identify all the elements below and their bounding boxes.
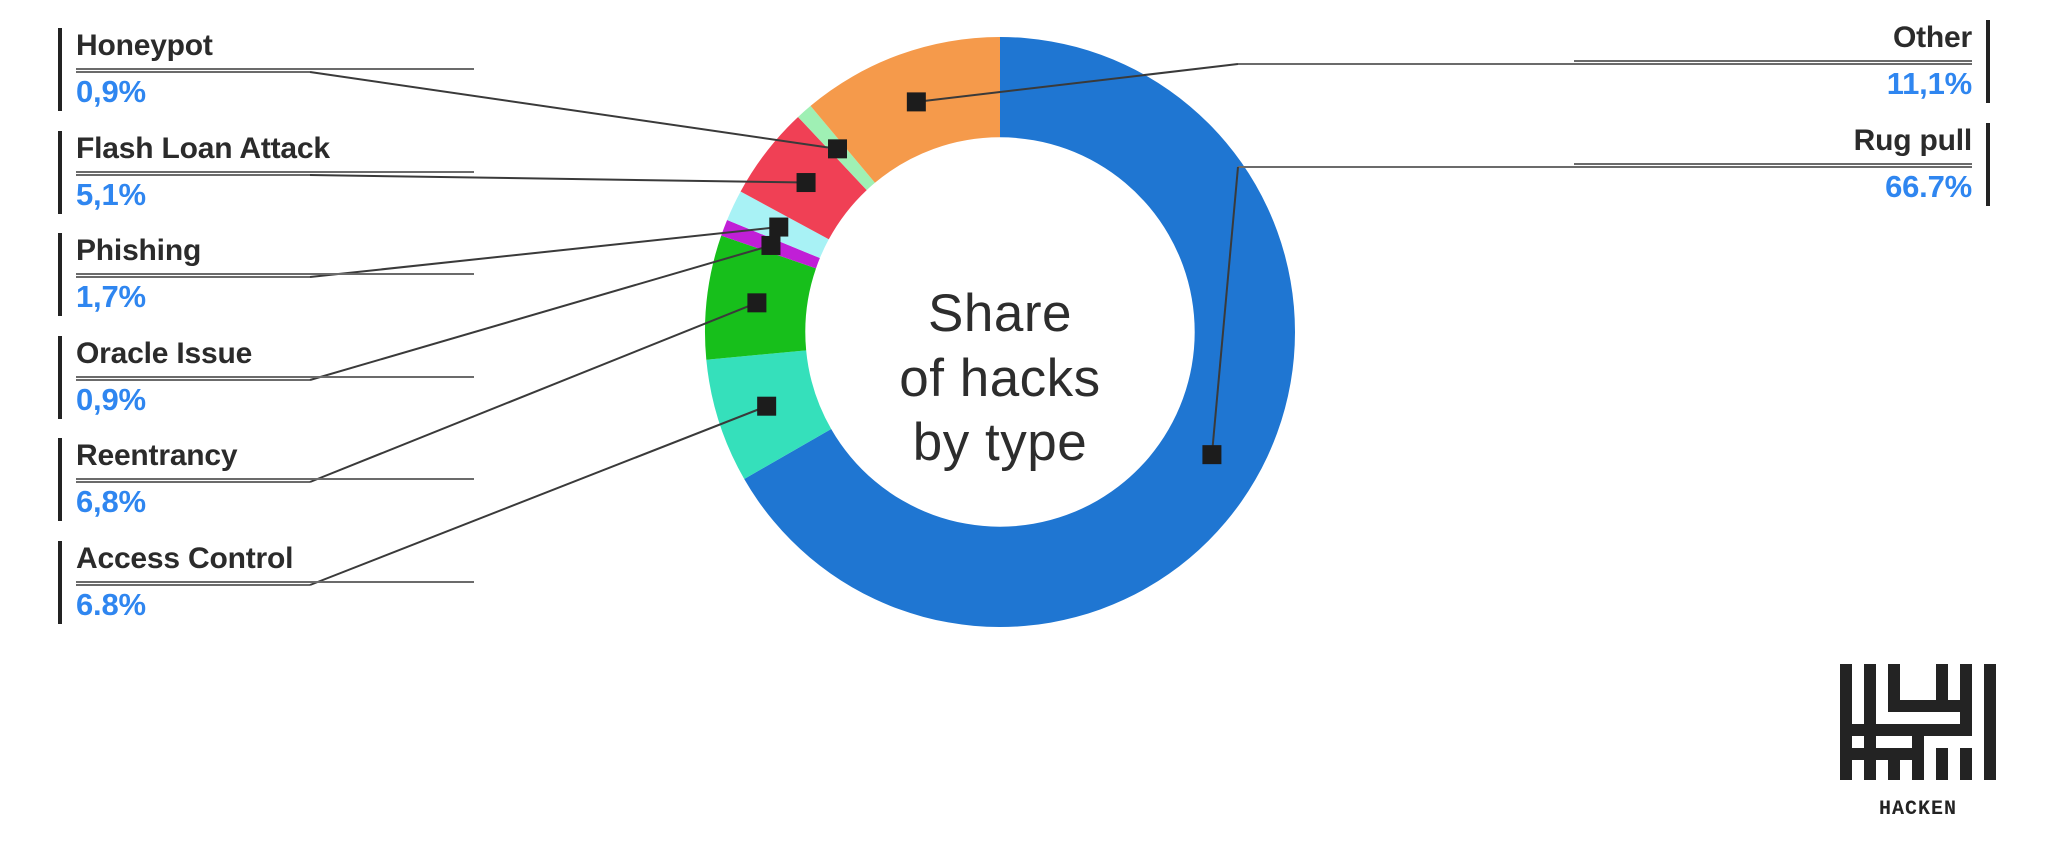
leader-line-rug-pull — [1210, 166, 1239, 455]
callout-percent-value: 6.8% — [76, 587, 146, 623]
leader-line-paths — [76, 63, 1972, 586]
hacken-logo-mark-icon — [1840, 664, 1996, 780]
callout-frame: Honeypot 0,9% — [58, 28, 488, 111]
center-caption: Share of hacks by type — [780, 282, 1220, 476]
callout-divider — [76, 478, 474, 481]
leader-line-other — [916, 63, 1239, 103]
callout-category-label: Access Control — [76, 542, 294, 575]
callout-frame: Other 11,1% — [1560, 20, 1990, 103]
callout-phishing: Phishing 1,7% — [58, 233, 488, 316]
callout-frame: Oracle Issue 0,9% — [58, 336, 488, 419]
callout-category-label: Phishing — [76, 234, 202, 267]
callout-divider — [76, 376, 474, 379]
callout-percent-value: 66.7% — [1885, 169, 1972, 205]
callout-reentrancy: Reentrancy 6,8% — [58, 438, 488, 521]
callout-divider — [1574, 60, 1972, 63]
leader-marker-other — [906, 92, 926, 112]
leader-line-access-control — [309, 405, 768, 586]
callout-divider — [1574, 163, 1972, 166]
callout-category-label: Honeypot — [76, 29, 213, 62]
leader-line-oracle-issue — [309, 244, 772, 381]
callout-other: Other 11,1% — [1560, 20, 1990, 103]
leader-marker-rug-pull — [1202, 445, 1222, 465]
callout-frame: Rug pull 66.7% — [1560, 123, 1990, 206]
brand-logo: HACKEN — [1838, 658, 1998, 820]
leader-line-flash-loan-attack — [309, 174, 807, 184]
callout-divider — [76, 273, 474, 276]
center-caption-line-3: by type — [912, 413, 1088, 473]
callout-percent-value: 11,1% — [1886, 66, 1972, 102]
callout-divider — [76, 171, 474, 174]
leader-marker-honeypot — [828, 139, 848, 159]
leader-marker-phishing — [769, 217, 789, 237]
callout-honeypot: Honeypot 0,9% — [58, 28, 488, 111]
callout-rug-pull: Rug pull 66.7% — [1560, 123, 1990, 206]
callout-category-label: Other — [1892, 21, 1972, 54]
callout-access-control: Access Control 6.8% — [58, 541, 488, 624]
callout-category-label: Flash Loan Attack — [76, 132, 330, 165]
callout-percent-value: 0,9% — [76, 74, 146, 110]
callout-oracle-issue: Oracle Issue 0,9% — [58, 336, 488, 419]
callout-percent-value: 5,1% — [76, 177, 146, 213]
callout-percent-value: 0,9% — [76, 382, 146, 418]
leader-marker-reentrancy — [747, 293, 767, 313]
hacken-wordmark-text: HACKEN — [1879, 798, 1957, 820]
leader-line-honeypot — [309, 71, 838, 150]
callout-category-label: Reentrancy — [76, 439, 238, 472]
leader-marker-access-control — [757, 396, 777, 416]
callout-frame: Access Control 6.8% — [58, 541, 488, 624]
callout-divider — [76, 581, 474, 584]
leader-line-reentrancy — [309, 301, 758, 483]
hacken-wordmark: HACKEN — [1879, 798, 1957, 820]
center-caption-line-2: of hacks — [899, 348, 1101, 408]
callout-divider — [76, 68, 474, 71]
leader-line-markers — [747, 92, 1222, 465]
callout-flash-loan-attack: Flash Loan Attack 5,1% — [58, 131, 488, 214]
callout-frame: Flash Loan Attack 5,1% — [58, 131, 488, 214]
callout-category-label: Oracle Issue — [76, 337, 253, 370]
leader-marker-flash-loan-attack — [796, 173, 816, 193]
callout-percent-value: 6,8% — [76, 484, 146, 520]
donut-slice-other[interactable] — [810, 37, 1000, 183]
callout-percent-value: 1,7% — [76, 279, 146, 315]
leader-line-phishing — [309, 226, 779, 278]
callout-category-label: Rug pull — [1853, 124, 1973, 157]
donut-slice-rug-pull[interactable] — [744, 37, 1296, 627]
center-caption-line-1: Share — [928, 284, 1072, 343]
callout-frame: Phishing 1,7% — [58, 233, 488, 316]
callout-frame: Reentrancy 6,8% — [58, 438, 488, 521]
leader-marker-oracle-issue — [761, 235, 781, 255]
